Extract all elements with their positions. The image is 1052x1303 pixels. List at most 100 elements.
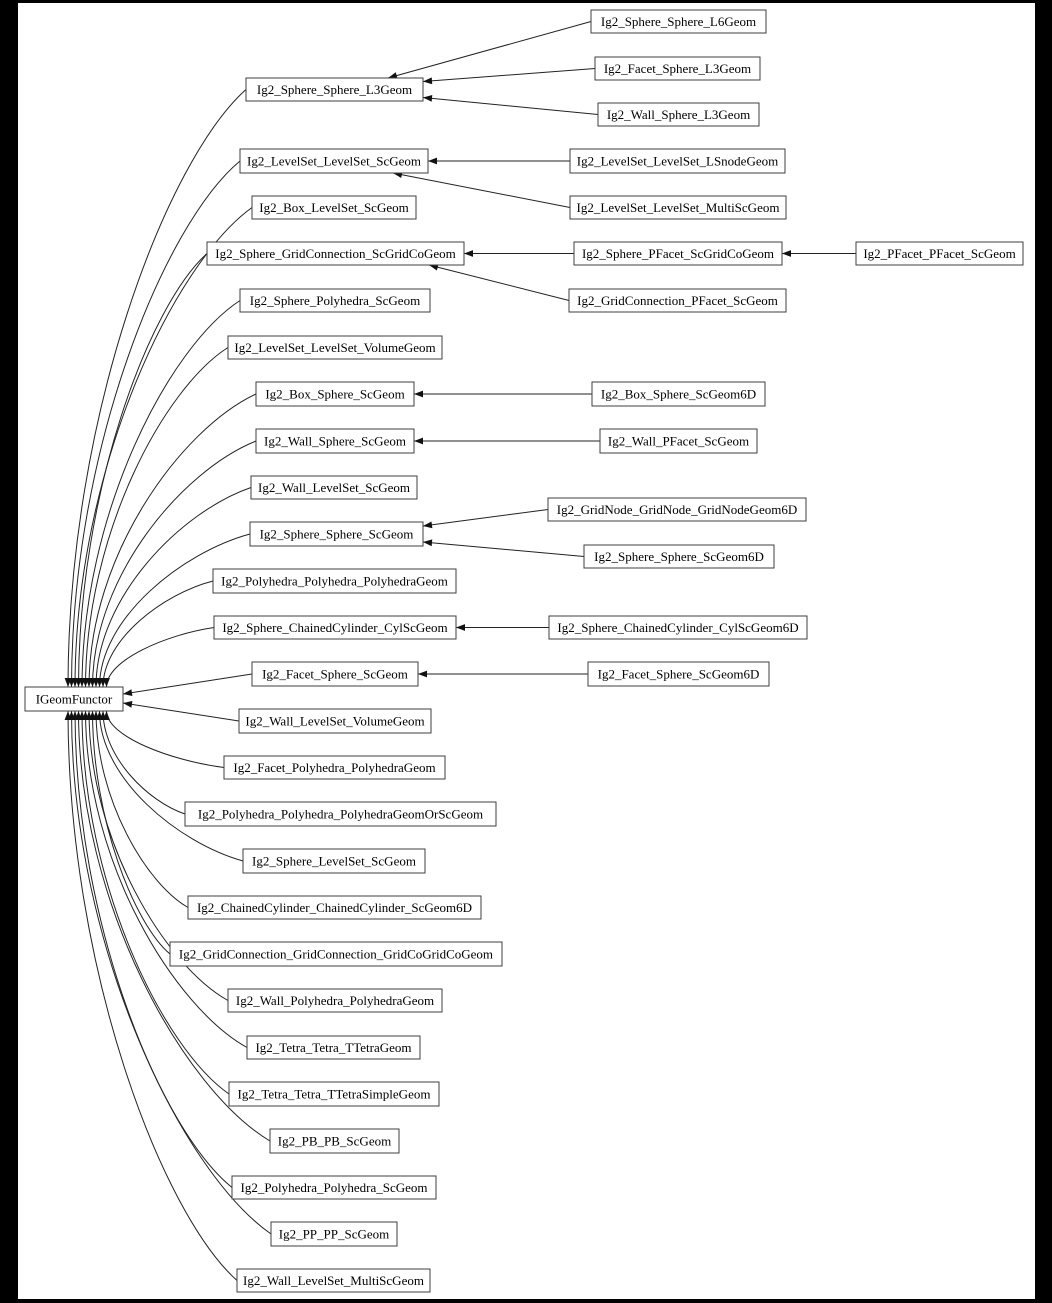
class-node-Ig2_Sphere_ChainedCylinder_CylScGeom[interactable]: Ig2_Sphere_ChainedCylinder_CylScGeom: [213, 615, 457, 640]
class-node-Ig2_Sphere_Sphere_L3Geom[interactable]: Ig2_Sphere_Sphere_L3Geom: [245, 77, 424, 102]
class-node-Ig2_Polyhedra_Polyhedra_PolyhedraGeom[interactable]: Ig2_Polyhedra_Polyhedra_PolyhedraGeom: [212, 568, 457, 594]
class-node-box: [239, 148, 429, 174]
class-node-box: [583, 544, 775, 569]
inheritance-edge: [78, 710, 271, 1142]
class-node-Ig2_Wall_Sphere_L3Geom[interactable]: Ig2_Wall_Sphere_L3Geom: [597, 102, 760, 127]
class-node-Ig2_GridNode_GridNode_GridNodeGeom6D[interactable]: Ig2_GridNode_GridNode_GridNodeGeom6D: [547, 497, 807, 522]
inheritance-edge: [85, 347, 229, 688]
class-node-IGeomFunctor[interactable]: IGeomFunctor: [24, 686, 124, 712]
class-node-box: [547, 497, 807, 522]
class-node-Ig2_Tetra_Tetra_TTetraGeom[interactable]: Ig2_Tetra_Tetra_TTetraGeom: [246, 1035, 421, 1060]
class-node-label: Ig2_Sphere_Sphere_L6Geom: [601, 14, 756, 29]
class-node-Ig2_Facet_Polyhedra_PolyhedraGeom[interactable]: Ig2_Facet_Polyhedra_PolyhedraGeom: [223, 755, 446, 780]
class-node-Ig2_LevelSet_LevelSet_ScGeom[interactable]: Ig2_LevelSet_LevelSet_ScGeom: [239, 148, 429, 174]
class-node-Ig2_Sphere_Sphere_L6Geom[interactable]: Ig2_Sphere_Sphere_L6Geom: [590, 9, 767, 34]
class-node-box: [245, 77, 424, 102]
class-node-label: Ig2_LevelSet_LevelSet_VolumeGeom: [234, 340, 435, 355]
class-node-Ig2_Sphere_Sphere_ScGeom6D[interactable]: Ig2_Sphere_Sphere_ScGeom6D: [583, 544, 775, 569]
class-node-Ig2_Tetra_Tetra_TTetraSimpleGeom[interactable]: Ig2_Tetra_Tetra_TTetraSimpleGeom: [228, 1081, 440, 1107]
class-node-Ig2_Sphere_LevelSet_ScGeom[interactable]: Ig2_Sphere_LevelSet_ScGeom: [242, 848, 426, 874]
class-node-Ig2_Facet_Sphere_ScGeom6D[interactable]: Ig2_Facet_Sphere_ScGeom6D: [587, 661, 770, 687]
arrowhead-icon: [423, 539, 433, 547]
class-node-Ig2_GridConnection_GridConnection_GridCoGridCoGeom[interactable]: Ig2_GridConnection_GridConnection_GridCo…: [169, 941, 503, 967]
class-node-Ig2_Polyhedra_Polyhedra_PolyhedraGeomOrScGeom[interactable]: Ig2_Polyhedra_Polyhedra_PolyhedraGeomOrS…: [184, 801, 497, 827]
class-node-label: Ig2_Wall_Polyhedra_PolyhedraGeom: [236, 993, 434, 1008]
inheritance-edge: [95, 487, 252, 688]
class-node-Ig2_Sphere_ChainedCylinder_CylScGeom6D[interactable]: Ig2_Sphere_ChainedCylinder_CylScGeom6D: [548, 615, 808, 640]
class-node-Ig2_Wall_Polyhedra_PolyhedraGeom[interactable]: Ig2_Wall_Polyhedra_PolyhedraGeom: [227, 988, 443, 1013]
class-node-box: [251, 661, 419, 687]
class-node-label: Ig2_LevelSet_LevelSet_ScGeom: [247, 154, 421, 169]
inheritance-edge: [102, 580, 214, 688]
class-node-label: Ig2_LevelSet_LevelSet_LSnodeGeom: [577, 154, 778, 169]
inheritance-edge: [428, 264, 570, 301]
class-node-label: Ig2_PFacet_PFacet_ScGeom: [863, 246, 1015, 261]
class-node-Ig2_Facet_Sphere_ScGeom[interactable]: Ig2_Facet_Sphere_ScGeom: [251, 661, 419, 687]
class-node-Ig2_Wall_Sphere_ScGeom[interactable]: Ig2_Wall_Sphere_ScGeom: [255, 428, 415, 454]
class-node-box: [227, 988, 443, 1013]
arrowhead-icon: [429, 263, 439, 271]
class-node-Ig2_Polyhedra_Polyhedra_ScGeom[interactable]: Ig2_Polyhedra_Polyhedra_ScGeom: [231, 1175, 437, 1200]
class-node-Ig2_Wall_LevelSet_ScGeom[interactable]: Ig2_Wall_LevelSet_ScGeom: [250, 475, 418, 500]
class-node-box: [597, 102, 760, 127]
class-node-Ig2_PFacet_PFacet_ScGeom[interactable]: Ig2_PFacet_PFacet_ScGeom: [855, 241, 1024, 266]
inheritance-edge: [99, 710, 244, 862]
arrowhead-icon: [414, 437, 423, 445]
inheritance-edge: [122, 702, 240, 722]
class-node-label: Ig2_Sphere_ChainedCylinder_CylScGeom6D: [557, 620, 798, 635]
class-node-box: [548, 615, 808, 640]
class-node-box: [184, 801, 497, 827]
arrowhead-icon: [423, 77, 433, 85]
arrowhead-icon: [123, 689, 133, 696]
class-node-box: [255, 381, 415, 407]
class-node-Ig2_Sphere_PFacet_ScGridCoGeom[interactable]: Ig2_Sphere_PFacet_ScGridCoGeom: [573, 241, 783, 266]
class-node-Ig2_Sphere_Polyhedra_ScGeom[interactable]: Ig2_Sphere_Polyhedra_ScGeom: [239, 288, 431, 313]
class-node-Ig2_Sphere_Sphere_ScGeom[interactable]: Ig2_Sphere_Sphere_ScGeom: [249, 521, 424, 547]
class-node-box: [249, 521, 424, 547]
inheritance-edge: [71, 160, 241, 688]
class-node-Ig2_LevelSet_LevelSet_LSnodeGeom[interactable]: Ig2_LevelSet_LevelSet_LSnodeGeom: [569, 148, 786, 174]
class-node-Ig2_Wall_LevelSet_VolumeGeom[interactable]: Ig2_Wall_LevelSet_VolumeGeom: [238, 708, 432, 734]
inheritance-edge: [88, 710, 229, 1001]
class-node-Ig2_PB_PB_ScGeom[interactable]: Ig2_PB_PB_ScGeom: [269, 1128, 400, 1154]
class-node-Ig2_Box_Sphere_ScGeom[interactable]: Ig2_Box_Sphere_ScGeom: [255, 381, 415, 407]
class-node-box: [213, 615, 457, 640]
class-node-box: [238, 708, 432, 734]
class-node-label: Ig2_Tetra_Tetra_TTetraGeom: [255, 1040, 411, 1055]
class-node-box: [223, 755, 446, 780]
class-node-Ig2_PP_PP_ScGeom[interactable]: Ig2_PP_PP_ScGeom: [270, 1221, 398, 1247]
class-node-box: [206, 241, 465, 266]
class-node-Ig2_GridConnection_PFacet_ScGeom[interactable]: Ig2_GridConnection_PFacet_ScGeom: [568, 288, 787, 313]
class-node-Ig2_Sphere_GridConnection_ScGridCoGeom[interactable]: Ig2_Sphere_GridConnection_ScGridCoGeom: [206, 241, 465, 266]
class-node-label: Ig2_Wall_Sphere_ScGeom: [264, 434, 406, 449]
class-node-Ig2_Facet_Sphere_L3Geom[interactable]: Ig2_Facet_Sphere_L3Geom: [594, 56, 761, 81]
inheritance-edge: [102, 710, 186, 815]
class-node-Ig2_ChainedCylinder_ChainedCylinder_ScGeom6D[interactable]: Ig2_ChainedCylinder_ChainedCylinder_ScGe…: [187, 895, 482, 920]
class-node-Ig2_Wall_LevelSet_MultiScGeom[interactable]: Ig2_Wall_LevelSet_MultiScGeom: [236, 1268, 431, 1293]
arrowhead-icon: [64, 711, 72, 720]
class-node-label: Ig2_Box_Sphere_ScGeom6D: [601, 387, 756, 402]
arrowhead-icon: [123, 701, 133, 708]
class-node-label: Ig2_PP_PP_ScGeom: [279, 1227, 390, 1242]
arrowhead-icon: [414, 390, 423, 398]
class-node-label: Ig2_Polyhedra_Polyhedra_PolyhedraGeomOrS…: [198, 807, 483, 822]
arrowhead-icon: [456, 624, 465, 631]
class-node-Ig2_Wall_PFacet_ScGeom[interactable]: Ig2_Wall_PFacet_ScGeom: [599, 428, 758, 454]
class-node-box: [568, 288, 787, 313]
class-node-Ig2_Box_Sphere_ScGeom6D[interactable]: Ig2_Box_Sphere_ScGeom6D: [591, 381, 766, 407]
class-node-label: Ig2_Polyhedra_Polyhedra_ScGeom: [240, 1180, 427, 1195]
class-node-Ig2_Box_LevelSet_ScGeom[interactable]: Ig2_Box_LevelSet_ScGeom: [251, 195, 417, 220]
class-node-Ig2_LevelSet_LevelSet_MultiScGeom[interactable]: Ig2_LevelSet_LevelSet_MultiScGeom: [569, 195, 787, 220]
class-node-label: Ig2_GridConnection_GridConnection_GridCo…: [179, 947, 493, 962]
class-node-box: [594, 56, 761, 81]
class-node-label: Ig2_Sphere_Polyhedra_ScGeom: [250, 293, 420, 308]
arrowhead-icon: [423, 94, 433, 102]
class-node-label: Ig2_GridConnection_PFacet_ScGeom: [577, 293, 778, 308]
class-node-label: Ig2_Wall_LevelSet_VolumeGeom: [245, 714, 424, 729]
class-node-box: [246, 1035, 421, 1060]
inheritance-edge: [92, 710, 171, 955]
diagram-canvas: [18, 3, 1035, 1299]
class-node-label: Ig2_GridNode_GridNode_GridNodeGeom6D: [557, 502, 797, 517]
class-node-Ig2_LevelSet_LevelSet_VolumeGeom[interactable]: Ig2_LevelSet_LevelSet_VolumeGeom: [227, 335, 443, 360]
